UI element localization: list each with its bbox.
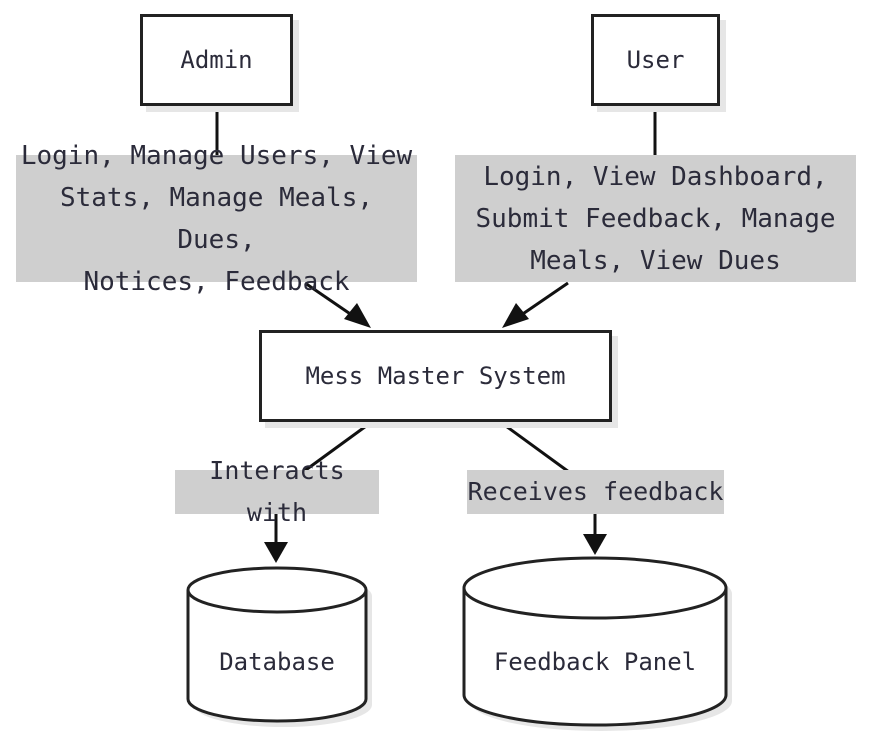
edge-label-user-line-1: Login, View Dashboard, bbox=[483, 161, 828, 192]
edge-system-database bbox=[302, 419, 374, 474]
edge-label-system-database: Interacts with bbox=[175, 456, 379, 527]
arrowhead-admin-system bbox=[344, 303, 371, 328]
database-cylinder bbox=[186, 566, 372, 727]
edge-label-feedback-text: Receives feedback bbox=[467, 477, 724, 506]
edge-label-database-text: Interacts with bbox=[209, 456, 345, 527]
arrowhead-system-feedback bbox=[583, 534, 607, 555]
database-label: Database bbox=[219, 648, 335, 676]
user-node: User bbox=[591, 14, 720, 106]
edge-label-user-line-3: Meals, View Dues bbox=[530, 245, 781, 276]
feedback-panel-label: Feedback Panel bbox=[493, 648, 697, 676]
edge-label-admin-system: Login, Manage Users, View Stats, Manage … bbox=[16, 141, 417, 297]
edge-label-admin-line-2: Stats, Manage Meals, Dues, bbox=[59, 182, 374, 255]
edge-system-feedback bbox=[498, 419, 570, 474]
admin-label: Admin bbox=[180, 46, 253, 74]
arrowhead-system-database bbox=[264, 542, 288, 563]
admin-node: Admin bbox=[140, 14, 293, 106]
user-label: User bbox=[626, 46, 685, 74]
feedback-panel-cylinder bbox=[462, 556, 732, 731]
edge-label-user-system: Login, View Dashboard, Submit Feedback, … bbox=[455, 155, 856, 282]
edge-label-admin-line-3: Notices, Feedback bbox=[83, 266, 350, 297]
system-label: Mess Master System bbox=[305, 362, 566, 390]
edge-label-user-line-2: Submit Feedback, Manage bbox=[475, 203, 836, 234]
edge-label-system-feedback: Receives feedback bbox=[467, 470, 724, 514]
edge-label-admin-line-1: Login, Manage Users, View bbox=[20, 140, 413, 171]
system-node: Mess Master System bbox=[259, 330, 612, 422]
arrowhead-user-system bbox=[502, 303, 529, 328]
